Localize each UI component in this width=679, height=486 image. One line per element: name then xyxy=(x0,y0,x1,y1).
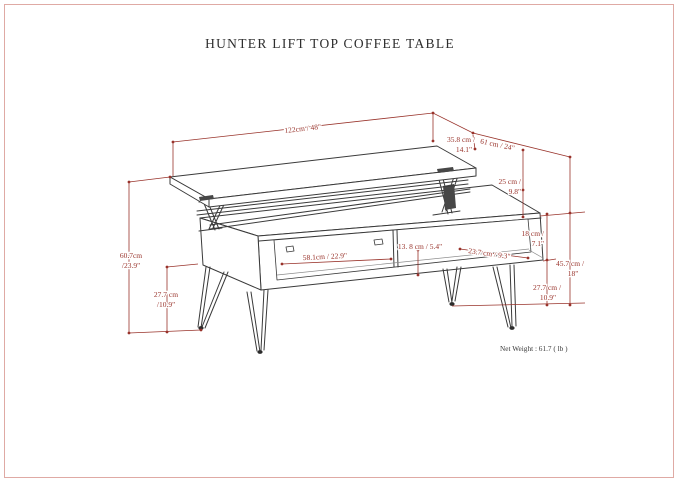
shelf-opening xyxy=(273,218,532,281)
dim-top-depth-label: 14.1" xyxy=(456,145,472,154)
dim-lift-height-label: 25 cm / xyxy=(499,177,522,186)
lift-top xyxy=(169,145,477,208)
leg-foot xyxy=(198,326,204,330)
shelf-clip-left xyxy=(285,245,295,253)
table-body xyxy=(199,184,544,291)
dimension-lines xyxy=(127,111,586,335)
hairpin-leg-front-right xyxy=(492,264,517,330)
dim-top-width-label: 122cm / 48" xyxy=(284,122,322,135)
lift-mechanism-right xyxy=(432,166,462,216)
dim-top-chain-line xyxy=(172,112,571,158)
dim-apron-height-label: 18 cm / xyxy=(522,229,545,238)
dim-overall-height-label: /23.9" xyxy=(122,261,140,270)
dim-top-depth-tick xyxy=(472,134,476,150)
hairpin-leg-back-right xyxy=(442,266,462,306)
leg-foot xyxy=(449,302,455,306)
dim-connector xyxy=(128,176,171,183)
dim-leg-height-left-label: 27.7 cm xyxy=(154,290,178,299)
leg-foot xyxy=(257,350,263,354)
dim-leg-height-left-label: /10.9" xyxy=(157,300,175,309)
hairpin-leg-front-left xyxy=(246,289,269,354)
dim-apron-height-label: 7.1" xyxy=(532,239,544,248)
shelf-interior-right-edge xyxy=(528,249,544,259)
dim-shelf-width-line xyxy=(281,258,392,265)
dim-end-dots xyxy=(127,111,572,335)
shelf-clip-right xyxy=(373,238,384,246)
slab-bracket-left xyxy=(199,195,214,201)
lift-sub-frame-rail xyxy=(196,179,469,216)
dim-leg-height-right-label: 10.9" xyxy=(540,293,556,302)
dim-connector xyxy=(166,263,199,268)
body-left-face xyxy=(199,217,262,291)
dim-floor-connector-right xyxy=(451,302,586,307)
net-weight-note: Net Weight : 61.7 ( lb ) xyxy=(500,344,568,353)
lift-top-left-edge xyxy=(169,176,210,208)
dim-shelf-depth-line xyxy=(459,248,529,259)
dim-shelf-height-label: 13. 8 cm / 5.4" xyxy=(398,242,442,251)
dim-floor-connector-left xyxy=(128,329,202,334)
shelf-interior-back-edge xyxy=(276,248,530,276)
lift-platform-rail xyxy=(209,188,471,230)
dim-connector xyxy=(539,211,586,217)
leg-foot xyxy=(509,326,515,330)
dim-connector xyxy=(542,258,557,262)
dim-shelf-width-label: 58.1cm / 22.9" xyxy=(303,251,348,262)
dim-overall-height-label: 60.7cm xyxy=(120,251,142,260)
lift-bracket-plate xyxy=(443,184,456,210)
slab-bracket-right xyxy=(437,167,454,173)
dim-top-depth-label: 35.8 cm / xyxy=(447,135,476,144)
dim-table-height-label: 45.7 cm / xyxy=(556,259,585,268)
page-title: HUNTER LIFT TOP COFFEE TABLE xyxy=(205,36,455,51)
dim-lift-height-label: 9.8" xyxy=(509,187,521,196)
dim-leg-height-right-label: 27.7 cm / xyxy=(533,283,562,292)
shelf-center-divider xyxy=(392,229,399,268)
dim-table-height-label: 18" xyxy=(568,269,579,278)
hairpin-leg-back-left xyxy=(197,266,229,330)
